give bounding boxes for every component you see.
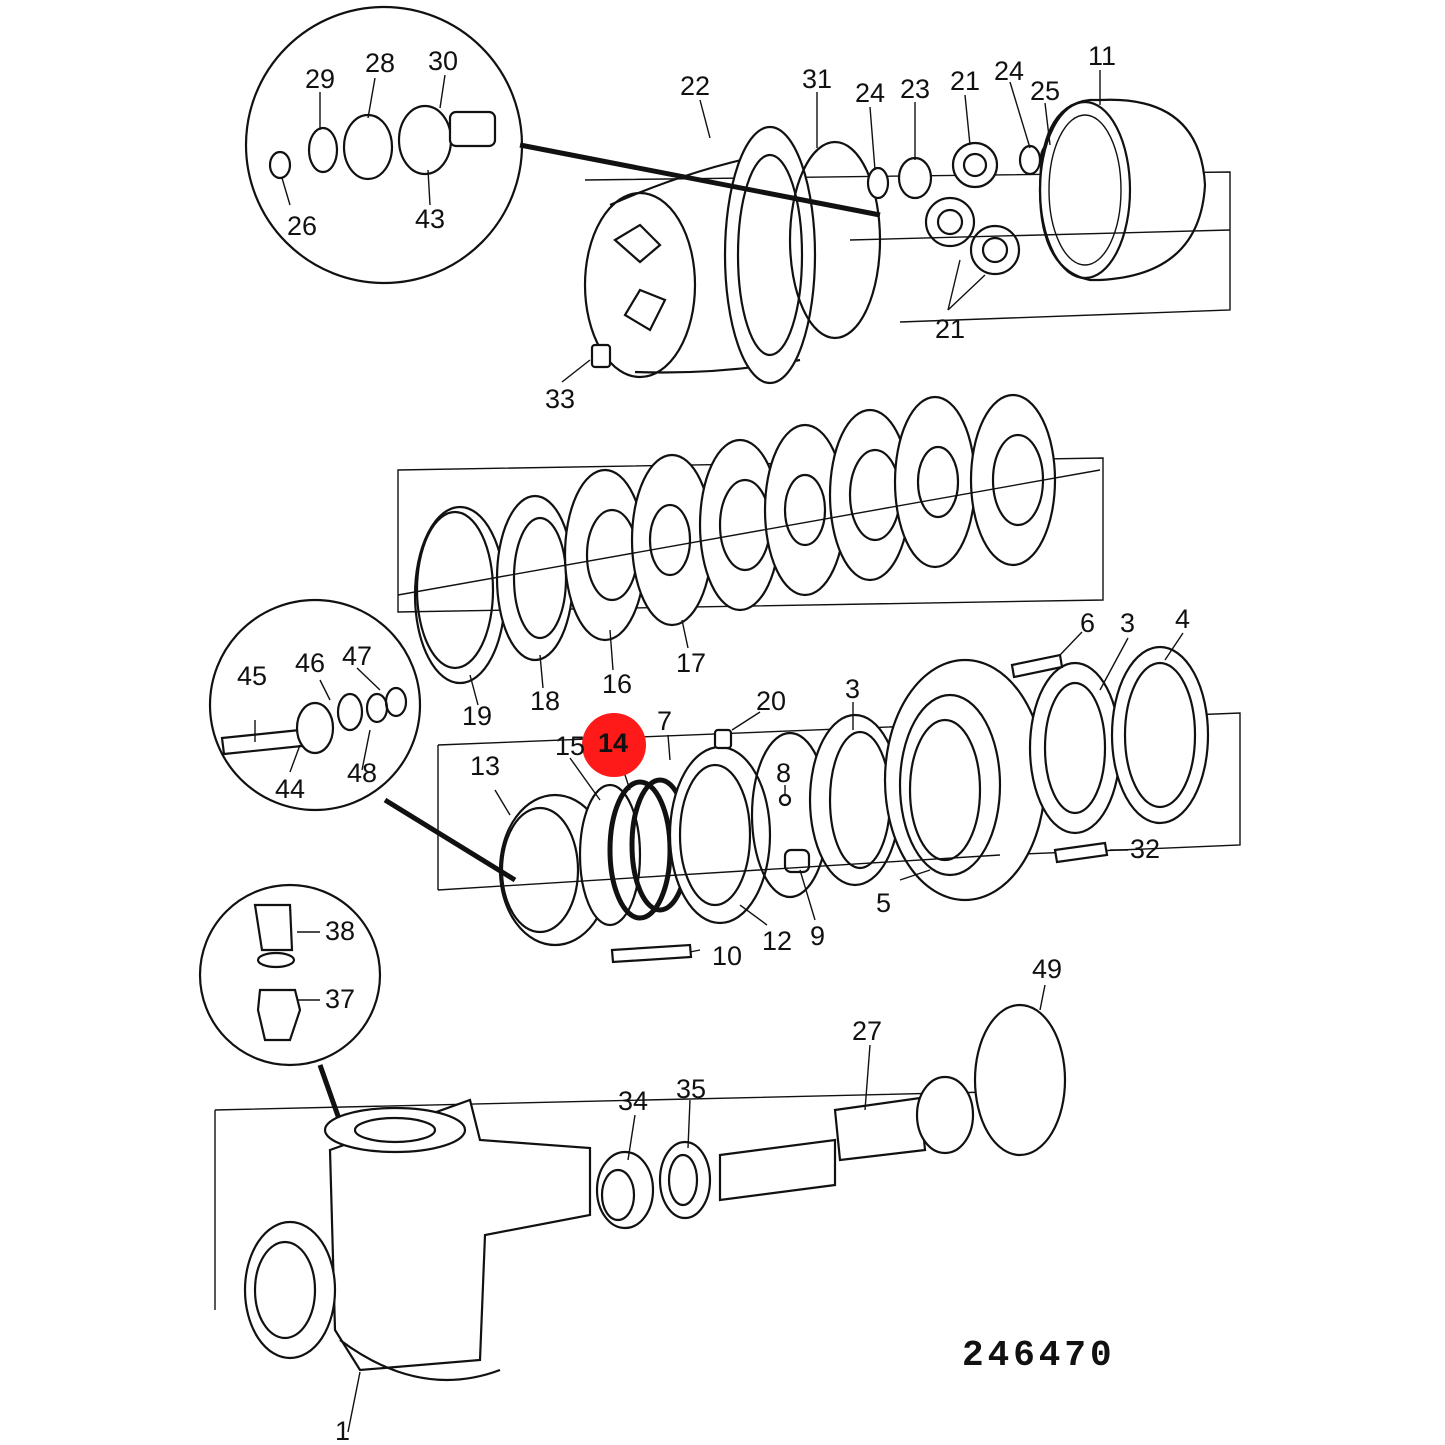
callout-16: 16 <box>602 669 632 699</box>
callout-5: 5 <box>876 888 891 918</box>
callout-48: 48 <box>347 758 377 788</box>
callout-21a: 21 <box>950 66 980 96</box>
callout-19: 19 <box>462 701 492 731</box>
callout-8: 8 <box>776 758 791 788</box>
callout-27: 27 <box>852 1016 882 1046</box>
callout-23: 23 <box>900 74 930 104</box>
callout-31: 31 <box>802 64 832 94</box>
callout-3a: 3 <box>1120 608 1135 638</box>
callout-14: 14 <box>598 728 628 758</box>
callout-33: 33 <box>545 384 575 414</box>
callout-49: 49 <box>1032 954 1062 984</box>
gear-21b <box>924 196 976 248</box>
callout-24b: 24 <box>994 56 1024 86</box>
hub-housing-group <box>519 98 1231 385</box>
callout-26: 26 <box>287 211 317 241</box>
callout-labels: 29 28 30 26 43 22 31 24 23 21 24 25 11 2… <box>237 41 1190 1445</box>
callout-46: 46 <box>295 648 325 678</box>
hub-5 <box>883 658 1047 902</box>
swivel-hub-1 <box>328 1098 592 1372</box>
callout-20: 20 <box>756 686 786 716</box>
callout-12: 12 <box>762 926 792 956</box>
o-ring-31 <box>788 140 882 340</box>
gear-21c <box>969 224 1021 276</box>
callout-1: 1 <box>335 1416 350 1445</box>
needle-bearing-34 <box>595 1150 655 1230</box>
callout-18: 18 <box>530 686 560 716</box>
ring-gear-11 <box>1038 98 1207 282</box>
callout-45: 45 <box>237 661 267 691</box>
seal-35 <box>658 1140 712 1220</box>
highlight-marker <box>582 713 646 777</box>
callout-17: 17 <box>676 648 706 678</box>
callout-13: 13 <box>470 751 500 781</box>
callout-34: 34 <box>618 1086 648 1116</box>
gear-21a <box>951 141 999 189</box>
callout-29: 29 <box>305 64 335 94</box>
callout-10: 10 <box>712 941 742 971</box>
callout-38: 38 <box>325 916 355 946</box>
callout-35: 35 <box>676 1074 706 1104</box>
callout-7: 7 <box>657 706 672 736</box>
plate-18 <box>495 494 575 662</box>
callout-4: 4 <box>1175 604 1190 634</box>
callout-15: 15 <box>555 731 585 761</box>
piston-hub-group <box>383 645 1241 964</box>
gear-7 <box>668 745 772 925</box>
drawing-number: 246470 <box>962 1335 1116 1376</box>
callout-21b: 21 <box>935 314 965 344</box>
callout-43: 43 <box>415 204 445 234</box>
callout-47: 47 <box>342 641 372 671</box>
stub-axle-group <box>214 1003 1067 1382</box>
inset-planet-shaft <box>244 5 524 285</box>
callout-28: 28 <box>365 48 395 78</box>
callout-9: 9 <box>810 921 825 951</box>
callout-6: 6 <box>1080 608 1095 638</box>
callout-11: 11 <box>1088 41 1116 71</box>
brake-disc-pack <box>397 393 1104 685</box>
callout-22: 22 <box>680 71 710 101</box>
callout-25: 25 <box>1030 76 1060 106</box>
shaft-27 <box>833 1096 927 1162</box>
callout-44: 44 <box>275 774 305 804</box>
callout-24a: 24 <box>855 78 885 108</box>
callout-3b: 3 <box>845 674 860 704</box>
callout-37: 37 <box>325 984 355 1014</box>
callout-30: 30 <box>428 46 458 76</box>
inset-bleed-screw <box>208 598 422 812</box>
cap-49 <box>973 1003 1067 1157</box>
callout-32: 32 <box>1130 834 1160 864</box>
